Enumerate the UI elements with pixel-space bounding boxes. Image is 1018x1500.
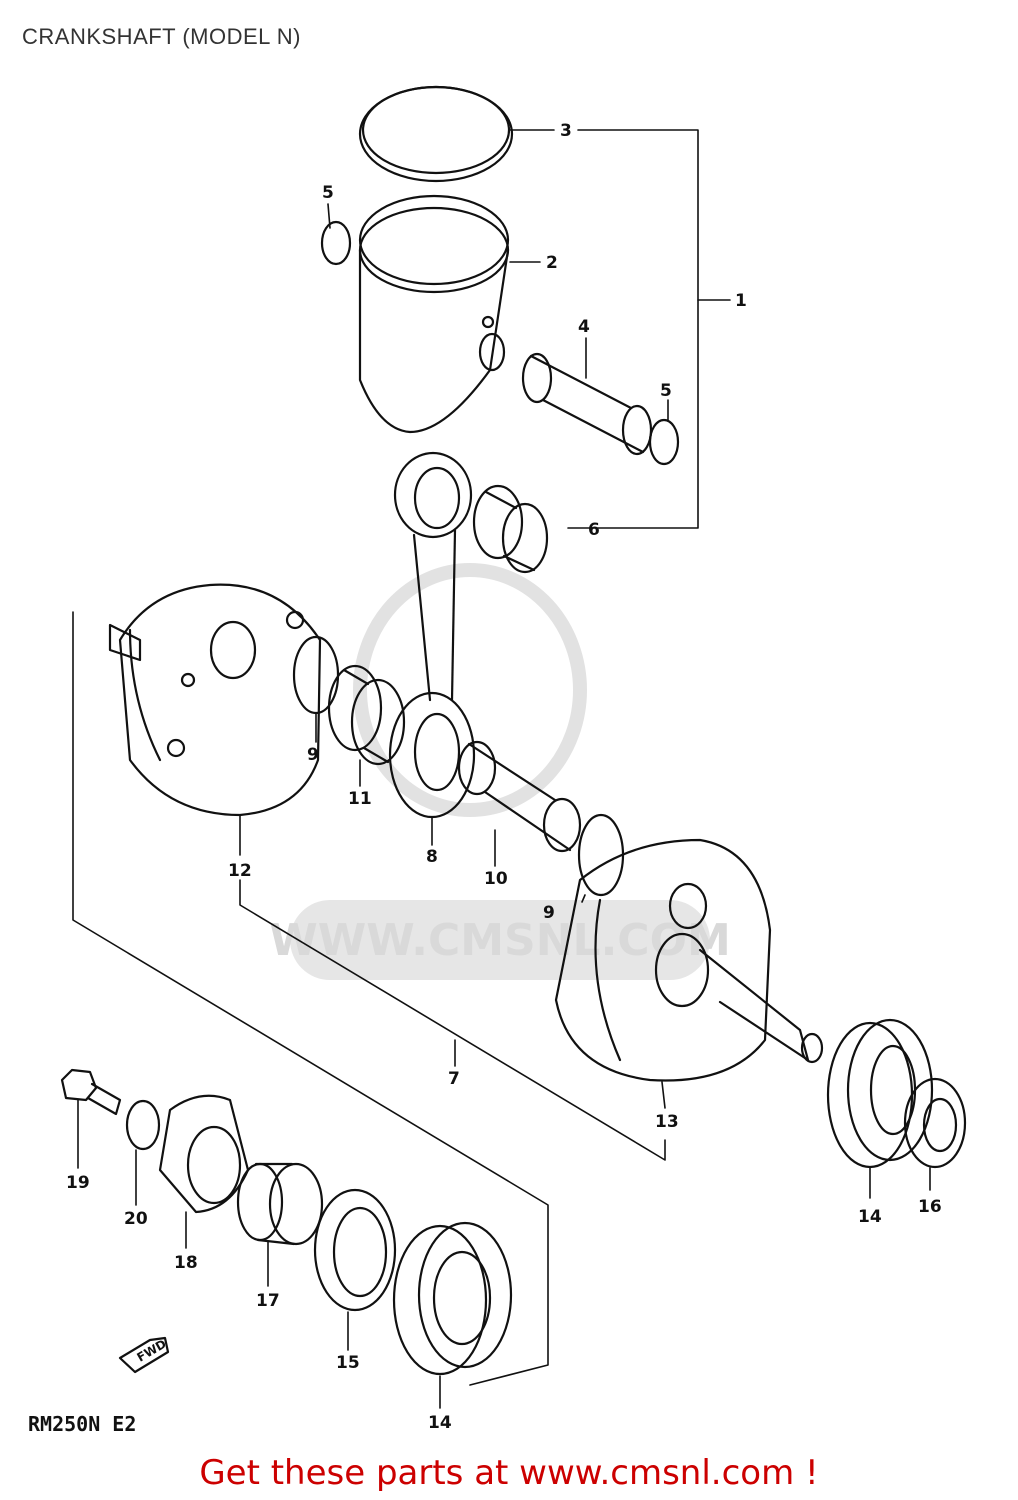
- washer: [125, 1099, 161, 1151]
- watermark-logo: WWW.CMSNL.COM: [269, 563, 731, 980]
- callout-6: 6: [588, 520, 600, 540]
- big-end-bearing: [327, 664, 406, 766]
- spacer: [236, 1162, 324, 1246]
- callout-11: 11: [348, 789, 372, 809]
- crank-half-right: [554, 838, 824, 1082]
- crank-pin: [457, 740, 582, 853]
- callout-2: 2: [546, 253, 558, 273]
- callout-3: 3: [560, 121, 572, 141]
- callout-4: 4: [578, 317, 590, 337]
- oil-seal-right: [903, 1077, 967, 1169]
- circlip: [320, 220, 352, 266]
- callout-5b: 5: [660, 381, 672, 401]
- callout-9b: 9: [543, 903, 555, 923]
- callout-1: 1: [735, 291, 747, 311]
- callout-18: 18: [174, 1253, 198, 1273]
- callouts: 1 2 3 4 5 5 6 7 8 9 9 10 11 12 13 14 14 …: [66, 121, 942, 1433]
- callout-16: 16: [918, 1197, 942, 1217]
- footer-link[interactable]: Get these parts at www.cmsnl.com !: [199, 1453, 819, 1493]
- circlip: [648, 418, 680, 466]
- watermark-text: WWW.CMSNL.COM: [269, 915, 731, 966]
- callout-7: 7: [448, 1069, 460, 1089]
- thrust-washer: [292, 635, 340, 715]
- leader-lines: [72, 129, 931, 1409]
- callout-10: 10: [484, 869, 508, 889]
- thrust-washer: [577, 813, 625, 897]
- callout-14b: 14: [428, 1413, 452, 1433]
- main-bearing-right: [826, 1018, 934, 1169]
- callout-8: 8: [426, 847, 438, 867]
- callout-19: 19: [66, 1173, 90, 1193]
- main-bearing-left: [392, 1221, 513, 1376]
- fwd-arrow-icon: FWD: [118, 1337, 170, 1374]
- fwd-label: FWD: [135, 1337, 169, 1365]
- piston: [358, 194, 510, 434]
- primary-drive-gear: [158, 1094, 250, 1214]
- callout-5a: 5: [322, 183, 334, 203]
- oil-seal-left: [313, 1188, 397, 1312]
- diagram-title: CRANKSHAFT (MODEL N): [22, 24, 301, 49]
- crank-half-left: [108, 583, 322, 817]
- small-end-bearing: [472, 484, 549, 574]
- callout-20: 20: [124, 1209, 148, 1229]
- callout-9a: 9: [307, 745, 319, 765]
- callout-12: 12: [228, 861, 252, 881]
- model-code: RM250N E2: [28, 1412, 137, 1436]
- callout-13: 13: [655, 1112, 679, 1132]
- callout-14a: 14: [858, 1207, 882, 1227]
- piston-pin: [521, 352, 653, 456]
- callout-15: 15: [336, 1353, 360, 1373]
- piston-ring: [358, 85, 514, 183]
- callout-17: 17: [256, 1291, 280, 1311]
- connecting-rod: [388, 451, 476, 819]
- bolt: [60, 1068, 122, 1116]
